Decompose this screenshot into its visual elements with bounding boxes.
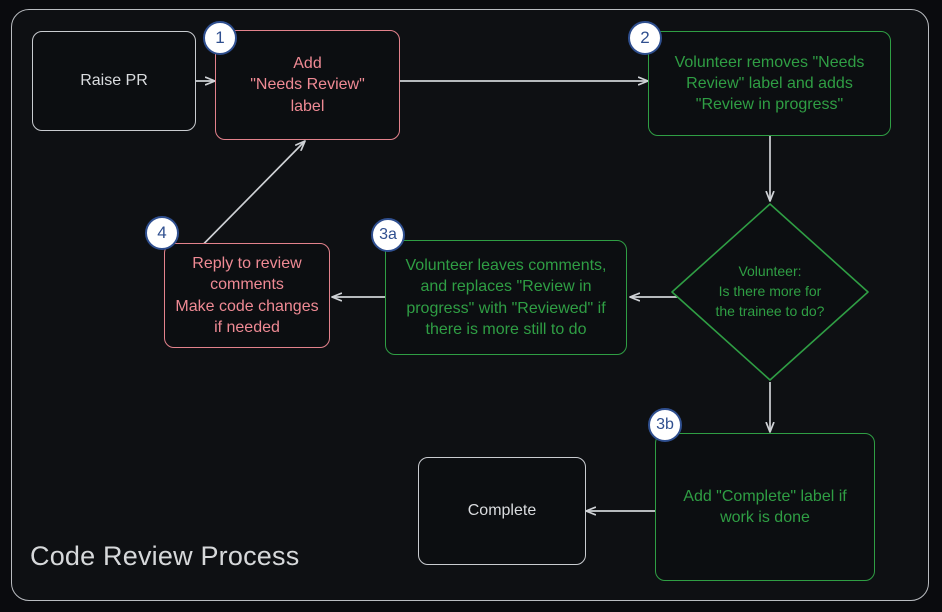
step-badge-1-text: 1 (215, 28, 225, 47)
node-volunteer-leaves-comments[interactable]: Volunteer leaves comments, and replaces … (385, 240, 627, 355)
node-add-complete-label[interactable]: Add "Complete" label if work is done (655, 433, 875, 581)
diagram-title: Code Review Process (30, 541, 300, 571)
step-badge-3a-text: 3a (379, 226, 397, 243)
node-reply-to-review-label: Reply to review comments Make code chang… (175, 255, 319, 336)
node-reply-to-review[interactable]: Reply to review comments Make code chang… (164, 243, 330, 348)
diamond-shape (671, 203, 869, 381)
step-badge-4: 4 (145, 216, 179, 250)
node-volunteer-removes-label: Volunteer removes "Needs Review" label a… (674, 53, 865, 114)
node-volunteer-removes[interactable]: Volunteer removes "Needs Review" label a… (648, 31, 891, 136)
step-badge-2: 2 (628, 21, 662, 55)
node-volunteer-leaves-comments-label: Volunteer leaves comments, and replaces … (405, 257, 607, 338)
node-volunteer-decision[interactable]: Volunteer: Is there more for the trainee… (670, 202, 870, 382)
node-raise-pr-label: Raise PR (80, 72, 148, 90)
node-add-needs-review-label: Add "Needs Review" label (250, 55, 365, 115)
node-complete-label: Complete (467, 502, 537, 520)
step-badge-1: 1 (203, 21, 237, 55)
step-badge-3b: 3b (648, 408, 682, 442)
step-badge-2-text: 2 (640, 28, 650, 47)
step-badge-3a: 3a (371, 218, 405, 252)
node-raise-pr[interactable]: Raise PR (32, 31, 196, 131)
node-add-needs-review[interactable]: Add "Needs Review" label (215, 30, 400, 140)
step-badge-3b-text: 3b (656, 416, 674, 433)
node-complete[interactable]: Complete (418, 457, 586, 565)
node-add-complete-label-label: Add "Complete" label if work is done (683, 487, 847, 526)
node-volunteer-decision-label: Volunteer: Is there more for the trainee… (715, 263, 825, 319)
step-badge-4-text: 4 (157, 223, 167, 242)
